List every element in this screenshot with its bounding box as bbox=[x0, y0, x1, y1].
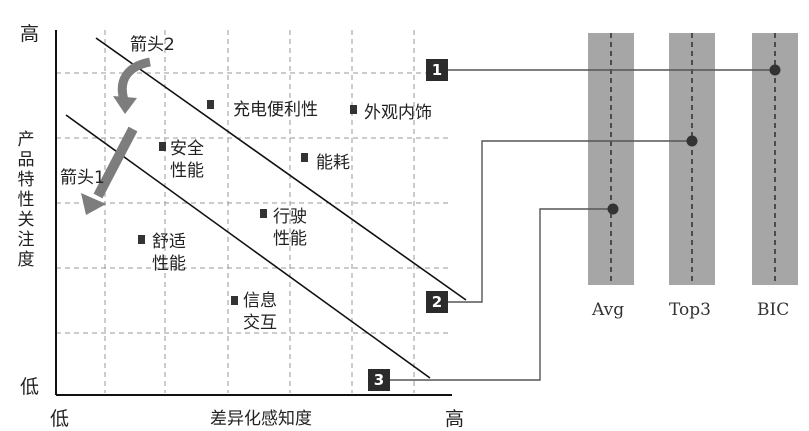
diagonal-line-lower bbox=[65, 114, 431, 379]
bic-label: BIC bbox=[757, 300, 790, 320]
feature-marker bbox=[138, 235, 145, 244]
feature-label: 充电便利性 bbox=[233, 100, 318, 120]
straight-arrow-1 bbox=[93, 126, 138, 199]
top3-marker bbox=[686, 135, 698, 147]
feature-label: 信息 交互 bbox=[243, 291, 277, 333]
y-axis-high-label: 高 bbox=[20, 23, 40, 45]
arrow-2-label: 箭头2 bbox=[130, 35, 175, 55]
feature-marker bbox=[207, 100, 214, 109]
diagonal-line-upper bbox=[95, 37, 467, 301]
bic-marker bbox=[769, 64, 781, 76]
connector-line-2 bbox=[448, 140, 692, 303]
line-1-badge: 1 bbox=[426, 59, 448, 81]
x-axis-title: 差异化感知度 bbox=[210, 409, 312, 429]
curved-arrow-2 bbox=[117, 57, 152, 102]
feature-label: 能耗 bbox=[316, 153, 350, 173]
feature-marker bbox=[260, 209, 267, 218]
x-axis-low-label: 低 bbox=[50, 408, 70, 430]
feature-marker bbox=[301, 153, 308, 162]
feature-label: 安全 性能 bbox=[170, 139, 204, 181]
feature-marker bbox=[159, 142, 166, 151]
grid bbox=[56, 30, 450, 393]
x-axis-high-label: 高 bbox=[445, 408, 465, 430]
top3-label: Top3 bbox=[669, 300, 711, 320]
arrow-1-label: 箭头1 bbox=[60, 168, 105, 188]
avg-marker bbox=[607, 203, 619, 215]
feature-label: 舒适 性能 bbox=[152, 232, 186, 274]
straight-arrow-1-head bbox=[81, 193, 106, 215]
feature-marker bbox=[350, 105, 357, 114]
feature-label: 行驶 性能 bbox=[273, 207, 307, 249]
feature-label: 外观内饰 bbox=[364, 103, 432, 123]
line-2-badge: 2 bbox=[426, 291, 448, 313]
connector-line-3 bbox=[388, 208, 613, 381]
y-axis-low-label: 低 bbox=[20, 376, 40, 398]
feature-marker bbox=[231, 296, 238, 305]
y-axis-title: 产品特性关注度 bbox=[17, 130, 35, 270]
curved-arrow-2-head bbox=[113, 96, 137, 114]
line-3-badge: 3 bbox=[368, 369, 390, 391]
avg-label: Avg bbox=[592, 300, 625, 320]
